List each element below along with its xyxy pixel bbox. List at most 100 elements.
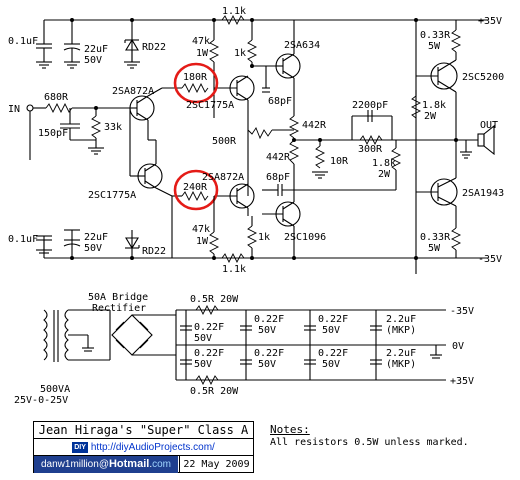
label-2w-a: 2W bbox=[424, 111, 437, 122]
resistor-1k-top bbox=[246, 39, 276, 68]
transformer bbox=[43, 309, 110, 362]
transistor-2sa872a-low bbox=[214, 183, 255, 216]
resistor-47k-low bbox=[208, 196, 220, 258]
email-badge[interactable]: danw1million@Hotmail.com bbox=[34, 456, 178, 473]
label-33k: 33k bbox=[104, 122, 122, 133]
label-psu-c1-bot: 0.22F bbox=[194, 348, 224, 359]
resistor-180r bbox=[162, 82, 209, 94]
transistor-2sc1775a-input bbox=[129, 108, 173, 197]
label-150pf: 150pF bbox=[38, 128, 68, 139]
label-psu-c3-top: 0.22F bbox=[318, 314, 348, 325]
label-cap-22uf-low: 22uF bbox=[84, 232, 108, 243]
label-rd22-low: RD22 bbox=[142, 246, 166, 257]
label-psu-c1-top-v: 50V bbox=[194, 333, 212, 344]
label-psu-c2-bot-v: 50V bbox=[258, 359, 276, 370]
psu-resistor-bottom bbox=[195, 374, 219, 386]
resistor-1-8k-2w-b bbox=[390, 140, 402, 171]
label-psu-c3-bot-v: 50V bbox=[322, 359, 340, 370]
input-network bbox=[26, 102, 130, 160]
transistor-2sc1096 bbox=[262, 170, 301, 258]
capacitor-0-1uf-low bbox=[36, 235, 52, 258]
label-2sa1943: 2SA1943 bbox=[462, 188, 504, 199]
label-psu-c2-top: 0.22F bbox=[254, 314, 284, 325]
resistor-1-8k-2w-a bbox=[410, 90, 422, 119]
email-dot: . bbox=[149, 459, 153, 470]
zener-diode-rd22-top bbox=[124, 38, 140, 69]
label-r-47k-top: 47k bbox=[192, 36, 210, 47]
label-r-1-1k-top: 1.1k bbox=[222, 6, 246, 17]
psu-rails bbox=[175, 309, 446, 381]
schematic-date: 22 May 2009 bbox=[179, 456, 253, 473]
label-rail-pos: +35V bbox=[478, 16, 502, 27]
label-1-8k-a: 1.8k bbox=[422, 100, 446, 111]
label-r-033-top: 0.33R bbox=[420, 30, 451, 41]
label-r-1-1k-low: 1.1k bbox=[222, 264, 246, 275]
label-500r: 500R bbox=[212, 136, 237, 147]
notes-text: All resistors 0.5W unless marked. bbox=[270, 437, 469, 448]
capacitor-0-1uf-top bbox=[36, 43, 52, 69]
label-psu-r-top: 0.5R 20W bbox=[190, 294, 239, 305]
label-psu-rail-zero: 0V bbox=[452, 341, 464, 352]
schematic-title: Jean Hiraga's "Super" Class A bbox=[34, 422, 253, 439]
resistor-1-1k-low bbox=[221, 252, 245, 264]
email-row: danw1million@Hotmail.com 22 May 2009 bbox=[34, 456, 253, 473]
label-2sc1775a-top: 2SC1775A bbox=[186, 100, 234, 111]
label-psu-r-bottom: 0.5R 20W bbox=[190, 386, 239, 397]
label-68pf-top: 68pF bbox=[268, 96, 292, 107]
email-at: @ bbox=[98, 459, 109, 470]
output-node bbox=[392, 92, 478, 178]
resistor-0-33r-top bbox=[450, 29, 462, 53]
label-psu-c2-bot: 0.22F bbox=[254, 348, 284, 359]
resistor-1k-low bbox=[246, 216, 258, 258]
resistor-1-1k-top bbox=[221, 14, 245, 26]
label-r-5w-top: 5W bbox=[428, 41, 441, 52]
capacitor-22uf-low bbox=[63, 229, 81, 258]
psu-capacitor-bank bbox=[180, 310, 382, 380]
positive-rail-wire bbox=[43, 18, 488, 274]
website-link[interactable]: http://diyAudioProjects.com/ bbox=[90, 442, 215, 453]
label-psu-c2-top-v: 50V bbox=[258, 325, 276, 336]
psu-resistor-top bbox=[195, 304, 219, 316]
label-2sc5200: 2SC5200 bbox=[462, 72, 504, 83]
notes-heading: Notes: bbox=[270, 423, 310, 436]
label-r-1k-top: 1k bbox=[234, 48, 246, 59]
label-psu-c3-top-v: 50V bbox=[322, 325, 340, 336]
transistor-2sc1775a-top bbox=[214, 75, 255, 150]
label-transformer-va: 500VA bbox=[40, 384, 70, 395]
label-rectifier: Rectifier bbox=[92, 303, 146, 314]
label-2w-b: 2W bbox=[378, 169, 391, 180]
speaker-output bbox=[460, 124, 495, 159]
label-680r: 680R bbox=[44, 92, 69, 103]
label-2sa872a-input: 2SA872A bbox=[112, 86, 154, 97]
transistor-2sa634 bbox=[275, 20, 301, 100]
label-out: OUT bbox=[480, 120, 498, 131]
capacitor-22uf-top bbox=[63, 43, 81, 69]
label-180r: 180R bbox=[183, 72, 208, 83]
highlight-circle-180r bbox=[173, 62, 219, 104]
resistor-0-33r-low bbox=[450, 227, 462, 251]
label-cap-50v-top: 50V bbox=[84, 55, 102, 66]
label-rd22-top: RD22 bbox=[142, 42, 166, 53]
label-r-033-low: 0.33R bbox=[420, 232, 451, 243]
label-psu-c4-top: 2.2uF bbox=[386, 314, 416, 325]
label-240r: 240R bbox=[183, 182, 208, 193]
label-in: IN bbox=[8, 104, 20, 115]
label-cap-50v-low: 50V bbox=[84, 243, 102, 254]
transistor-2sc5200 bbox=[416, 52, 458, 93]
label-68pf-low: 68pF bbox=[266, 172, 290, 183]
highlight-circle-240r bbox=[173, 169, 219, 211]
label-transformer-v: 25V-0-25V bbox=[14, 395, 68, 406]
label-442r-b: 442R bbox=[266, 152, 291, 163]
label-cap-01uf-low: 0.1uF bbox=[8, 234, 38, 245]
label-2sc1775a-input: 2SC1775A bbox=[88, 190, 136, 201]
label-2sa872a-low: 2SA872A bbox=[202, 172, 244, 183]
bridge-rectifier bbox=[109, 310, 176, 360]
label-2200pf: 2200pF bbox=[352, 100, 388, 111]
label-psu-c4-bot: 2.2uF bbox=[386, 348, 416, 359]
negative-rail-wire bbox=[44, 196, 488, 260]
label-psu-c1-top: 0.22F bbox=[194, 322, 224, 333]
label-cap-22uf-top: 22uF bbox=[84, 44, 108, 55]
label-cap-01uf-top: 0.1uF bbox=[8, 36, 38, 47]
